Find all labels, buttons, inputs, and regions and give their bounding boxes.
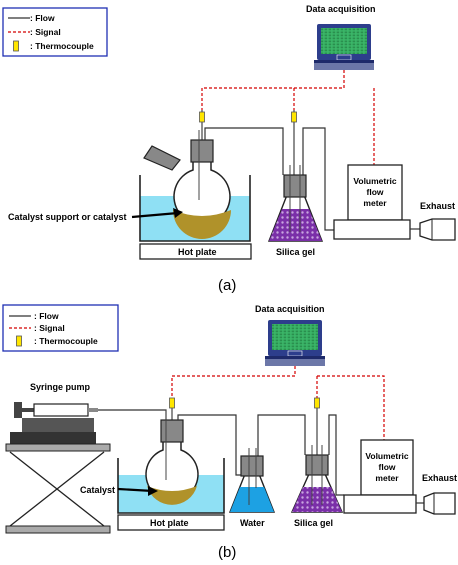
caption-a: (a) (218, 277, 236, 294)
arrowhead (173, 208, 183, 218)
water-fill (230, 487, 274, 512)
round-flask (145, 410, 199, 505)
legend-thermocouple: : Thermocouple (34, 336, 98, 346)
data-acquisition-label: Data acquisition (306, 4, 376, 14)
silica-gel-label: Silica gel (294, 518, 333, 528)
flow-meter-base (333, 219, 411, 240)
lab-jack (5, 443, 111, 534)
signal-wire-flask (201, 70, 345, 110)
thermocouple-silica (291, 111, 297, 123)
panel-b: : Flow : Signal : Thermocouple Data acqu… (2, 304, 457, 561)
signal-wire-flask (171, 366, 296, 398)
catalyst-label: Catalyst support or catalyst (8, 212, 127, 222)
flow-pipe-3 (328, 414, 344, 496)
catalyst-bed (147, 486, 197, 505)
signal-wire-meter (317, 375, 385, 445)
water-flask (228, 448, 276, 513)
exhaust-label: Exhaust (420, 201, 455, 211)
legend-a: : Flow : Signal : Thermocouple (2, 7, 108, 57)
caption-b: (b) (218, 544, 236, 561)
pump-body (22, 418, 94, 432)
exhaust-outlet (419, 218, 456, 241)
bath-container (117, 458, 225, 514)
flow-meter-line3: meter (363, 198, 387, 208)
water-label: Water (240, 518, 265, 528)
silica-stopper (283, 174, 307, 198)
legend-flow: : Flow (30, 13, 55, 23)
round-flask (143, 130, 231, 239)
arrowhead (148, 486, 158, 496)
water-stopper (240, 455, 264, 477)
thermocouple-flask (199, 111, 205, 123)
legend-thermocouple: : Thermocouple (30, 41, 94, 51)
flow-meter-line1: Volumetric (353, 176, 397, 186)
thermocouple-symbol (16, 335, 22, 347)
legend-flow: : Flow (34, 311, 59, 321)
flow-pipe-2 (302, 127, 334, 231)
syringe-barrel (33, 403, 89, 417)
flow-meter-line2: flow (367, 187, 384, 197)
laptop-icon (264, 319, 326, 367)
panel-a: : Flow : Signal : Thermocouple Data acqu… (2, 4, 456, 294)
silica-gel-flask (290, 445, 344, 513)
hot-plate-label: Hot plate (178, 247, 217, 257)
legend-b: : Flow : Signal : Thermocouple (2, 304, 119, 352)
bath-container (139, 175, 251, 242)
flow-meter-base (343, 494, 417, 514)
exhaust-label: Exhaust (422, 473, 457, 483)
silica-gel-fill (292, 487, 342, 512)
syringe-pump (10, 402, 98, 444)
silica-gel-fill (269, 209, 322, 241)
syringe-pump-label: Syringe pump (30, 382, 91, 392)
silica-gel-label: Silica gel (276, 247, 315, 257)
catalyst-bed (173, 210, 231, 239)
exhaust-outlet (423, 492, 456, 515)
thermocouple-flask (169, 397, 175, 409)
laptop-icon (313, 23, 375, 71)
flow-pipe-1 (204, 127, 284, 175)
legend-signal: : Signal (34, 323, 65, 333)
hot-plate-label: Hot plate (150, 518, 189, 528)
catalyst-arrow (131, 211, 179, 219)
flask-stopper (160, 419, 184, 443)
catalyst-arrow (117, 487, 154, 493)
legend-signal: : Signal (30, 27, 61, 37)
flow-pipe-2 (257, 414, 306, 456)
flask-stopper (190, 139, 214, 163)
hot-plate (139, 243, 252, 260)
flow-pipe-1 (177, 414, 244, 476)
data-acquisition-label: Data acquisition (255, 304, 325, 314)
flow-meter-line2: flow (379, 462, 396, 472)
thermocouple-silica (314, 397, 320, 409)
side-neck (143, 145, 181, 171)
flow-meter-line1: Volumetric (365, 451, 409, 461)
catalyst-label: Catalyst (80, 485, 115, 495)
pump-base (10, 432, 96, 444)
legend-box (2, 304, 119, 352)
syringe-line (98, 409, 167, 440)
thermocouple-symbol (13, 40, 19, 52)
silica-gel-flask (267, 165, 324, 242)
hot-plate (117, 514, 225, 531)
silica-stopper (305, 454, 329, 476)
flow-meter-line3: meter (375, 473, 399, 483)
